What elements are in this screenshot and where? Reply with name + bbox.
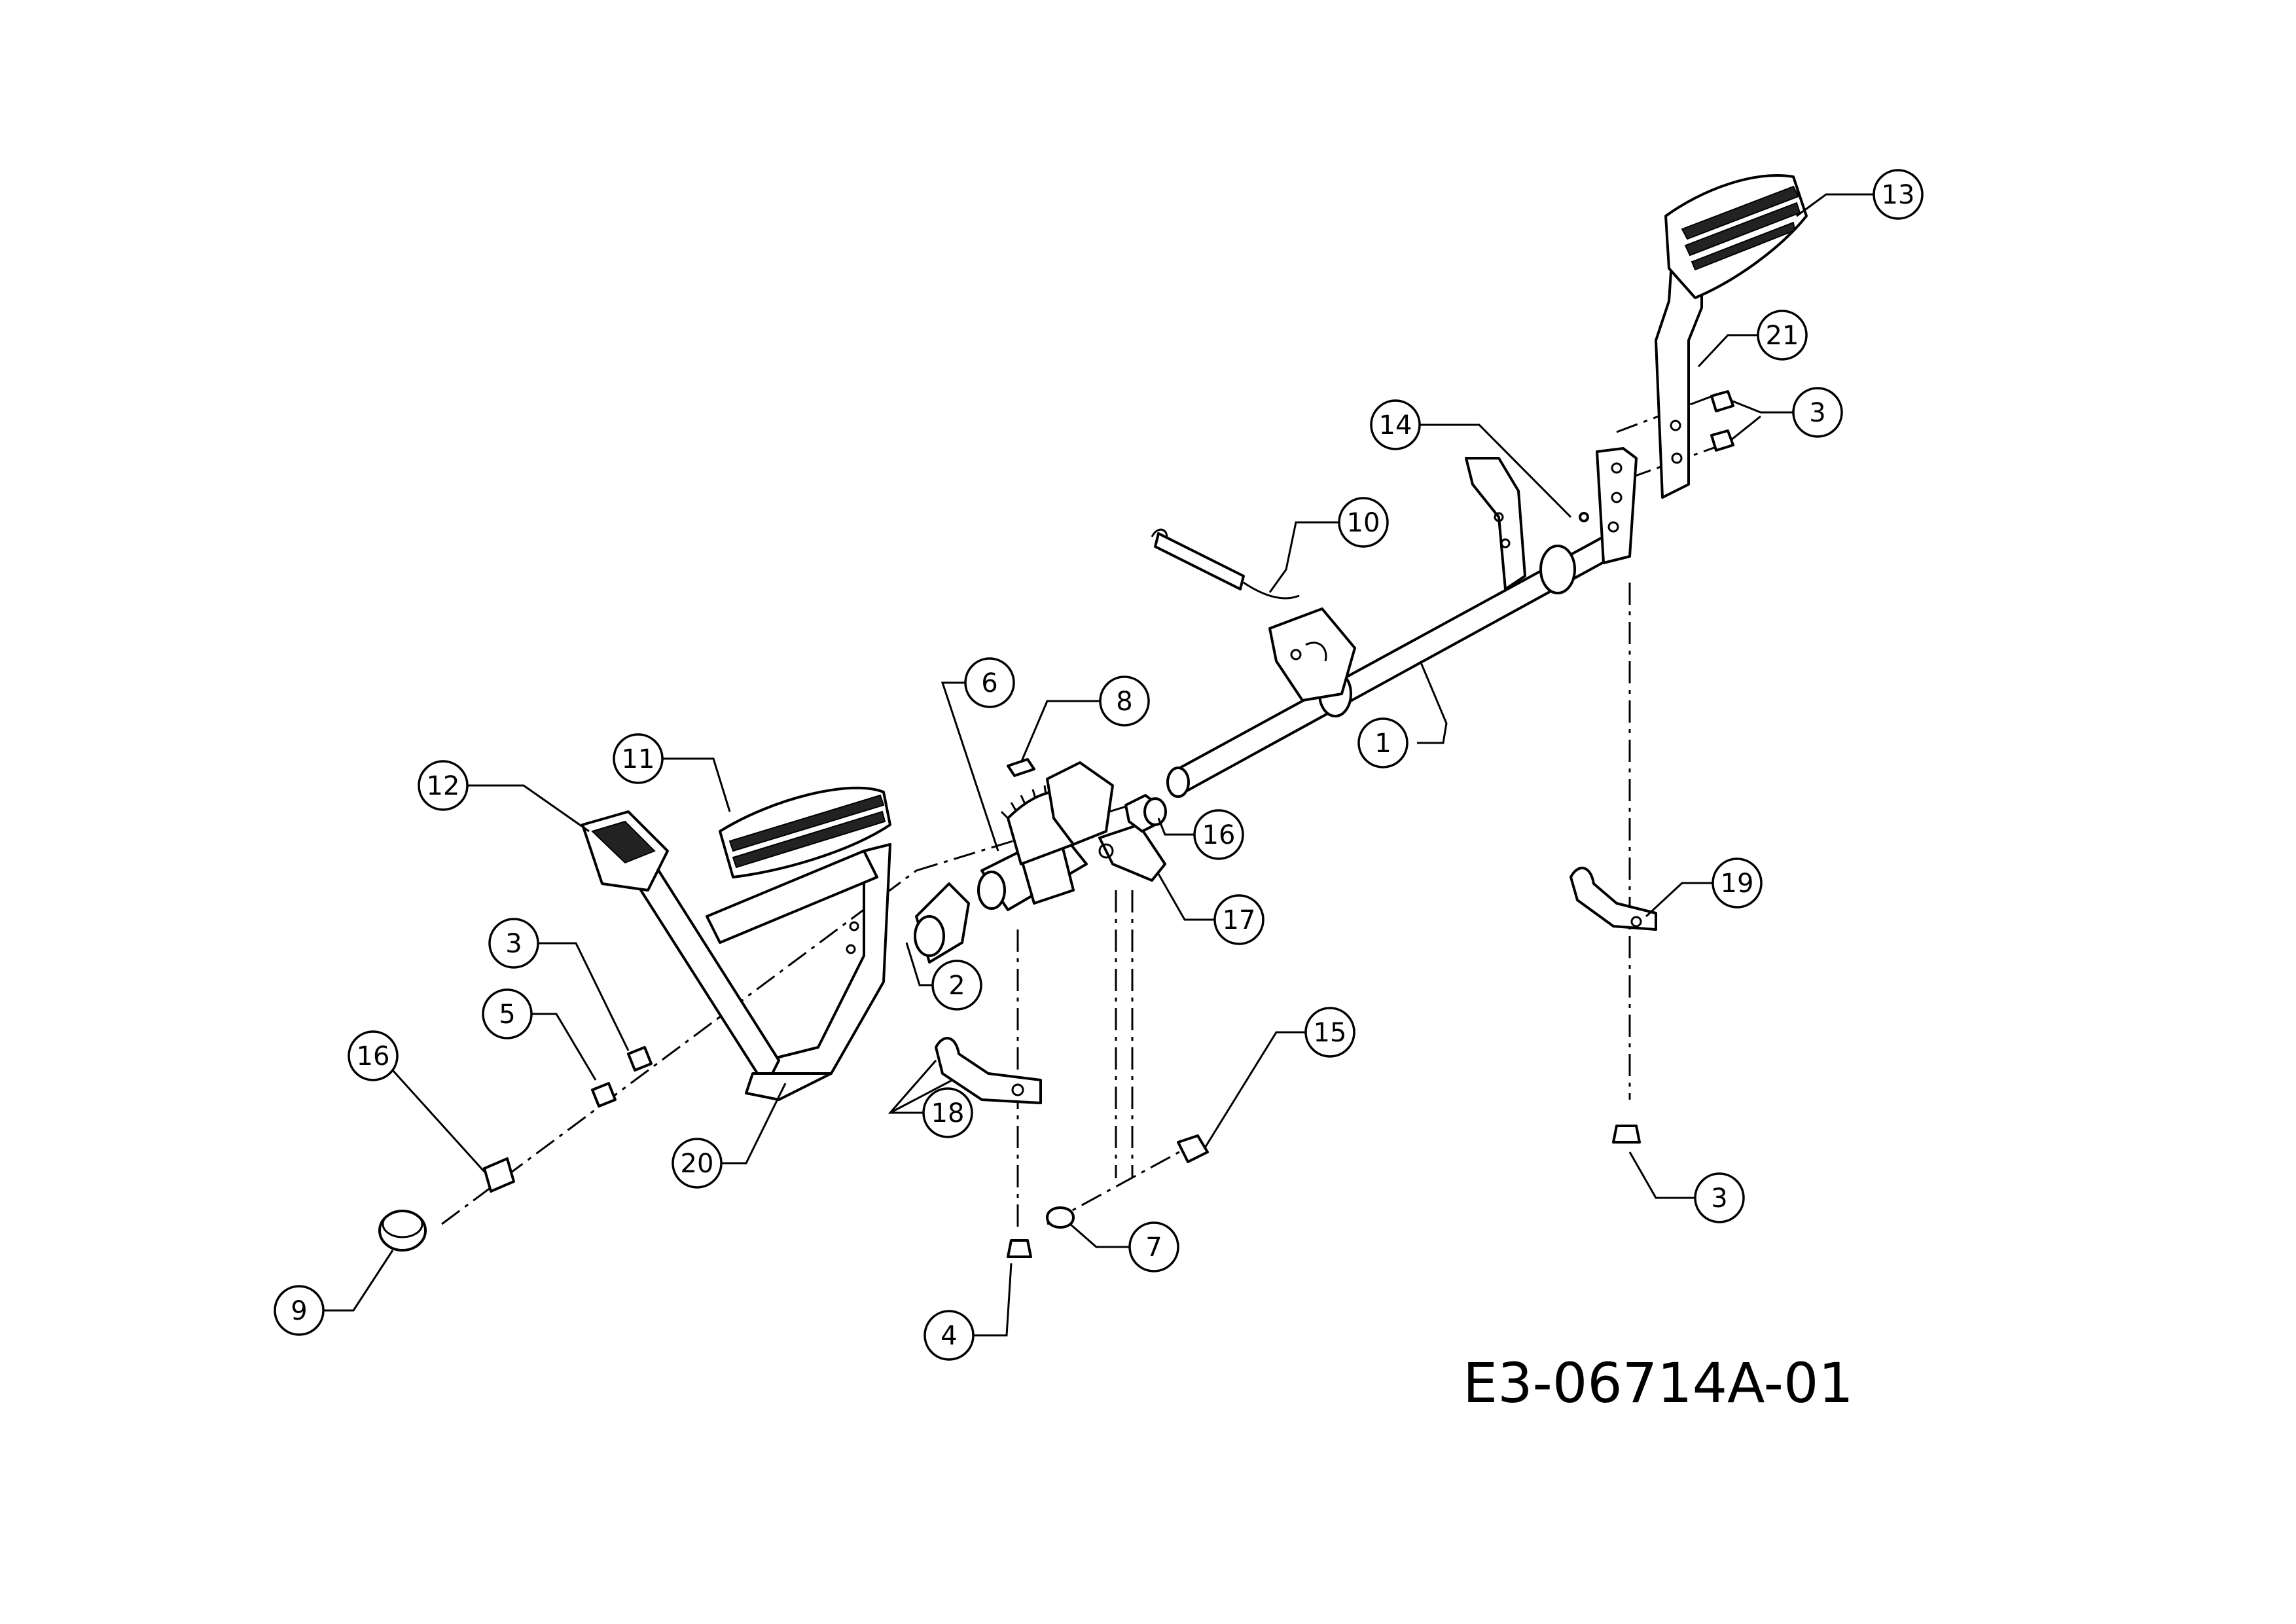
callout-11: 11 — [613, 733, 664, 784]
spring — [1151, 528, 1300, 600]
right-pedal-assembly — [1655, 174, 1808, 499]
callout-8: 8 — [1099, 676, 1150, 727]
callout-label: 3 — [1809, 398, 1825, 428]
callout-20: 20 — [672, 1138, 723, 1189]
callout-14: 14 — [1370, 399, 1421, 450]
callout-label: 3 — [1809, 398, 1825, 428]
callout-15: 15 — [1304, 1007, 1355, 1058]
left-pedal-assembly — [581, 786, 891, 1101]
right-bracket — [1579, 447, 1638, 564]
callout-13: 13 — [1873, 169, 1924, 220]
callout-3d: 3 — [1809, 398, 1825, 428]
callout-label: 21 — [1766, 321, 1799, 351]
callout-label: 8 — [1116, 687, 1132, 717]
callout-16a: 16 — [1193, 809, 1244, 860]
callout-label: 17 — [1223, 905, 1256, 935]
callout-label: 18 — [931, 1098, 965, 1128]
upper-lever — [1465, 457, 1526, 590]
callout-label: 9 — [291, 1296, 307, 1326]
callout-label: 12 — [427, 771, 460, 801]
callout-label: 10 — [1347, 508, 1380, 538]
callout-10: 10 — [1338, 497, 1389, 548]
callout-label: 6 — [981, 668, 997, 698]
callout-2: 2 — [931, 960, 982, 1011]
pivot-plate — [1268, 607, 1356, 702]
callout-label: 3 — [505, 929, 522, 959]
callout-label: 4 — [941, 1321, 957, 1351]
callout-1: 1 — [1357, 717, 1408, 768]
leader-lines — [324, 193, 1873, 1337]
callout-label: 16 — [1202, 820, 1236, 850]
drawing-code: E3-06714A-01 — [1463, 1351, 1854, 1415]
callout-label: 13 — [1882, 180, 1915, 210]
callout-17: 17 — [1213, 894, 1265, 945]
callout-3c: 3 — [1694, 1172, 1745, 1223]
center-hub — [914, 758, 1167, 964]
callout-4: 4 — [924, 1310, 975, 1361]
callout-label: 19 — [1721, 869, 1754, 899]
callout-7: 7 — [1128, 1221, 1179, 1272]
callout-label: 15 — [1314, 1018, 1347, 1048]
callout-16b: 16 — [348, 1030, 399, 1081]
callout-6: 6 — [964, 657, 1015, 708]
callout-12: 12 — [418, 760, 469, 811]
callout-label: 2 — [948, 971, 965, 1001]
callout-label: 3 — [1711, 1183, 1727, 1214]
callout-label: 1 — [1374, 729, 1391, 759]
callout-21: 21 — [1757, 310, 1808, 361]
callout-label: 14 — [1379, 410, 1412, 441]
callout-label: 5 — [499, 1000, 515, 1030]
callout-label: 16 — [357, 1041, 390, 1072]
callout-5: 5 — [482, 988, 533, 1039]
hardware — [378, 390, 1734, 1258]
callout-9: 9 — [274, 1285, 325, 1336]
callout-3b: 3 — [488, 918, 539, 969]
callout-label: 20 — [681, 1149, 714, 1179]
callout-19: 19 — [1712, 857, 1763, 909]
callout-3a: 3 — [1792, 387, 1843, 438]
callout-label: 11 — [622, 744, 655, 774]
callout-label: 7 — [1145, 1233, 1162, 1263]
center-lines — [441, 391, 1722, 1231]
callout-18: 18 — [922, 1087, 973, 1138]
